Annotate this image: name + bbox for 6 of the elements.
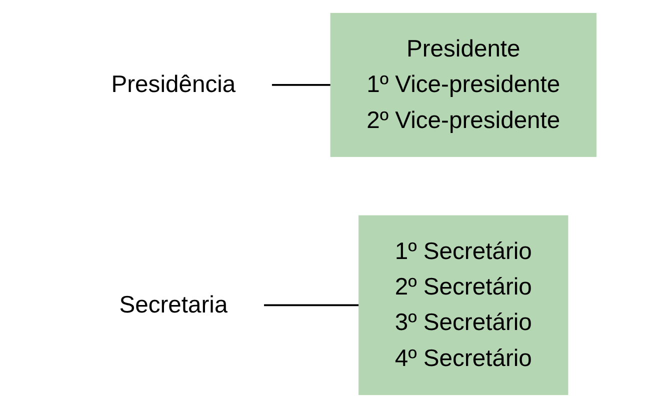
node-box: Presidente 1º Vice-presidente 2º Vice-presidente	[330, 12, 596, 156]
node-box: 1º Secretário 2º Secretário 3º Secretário 4º Secretário	[358, 214, 568, 395]
connector	[271, 84, 331, 86]
node-text: Presidência	[111, 71, 236, 98]
node-text: Secretaria	[118, 292, 228, 318]
connector	[263, 304, 359, 306]
